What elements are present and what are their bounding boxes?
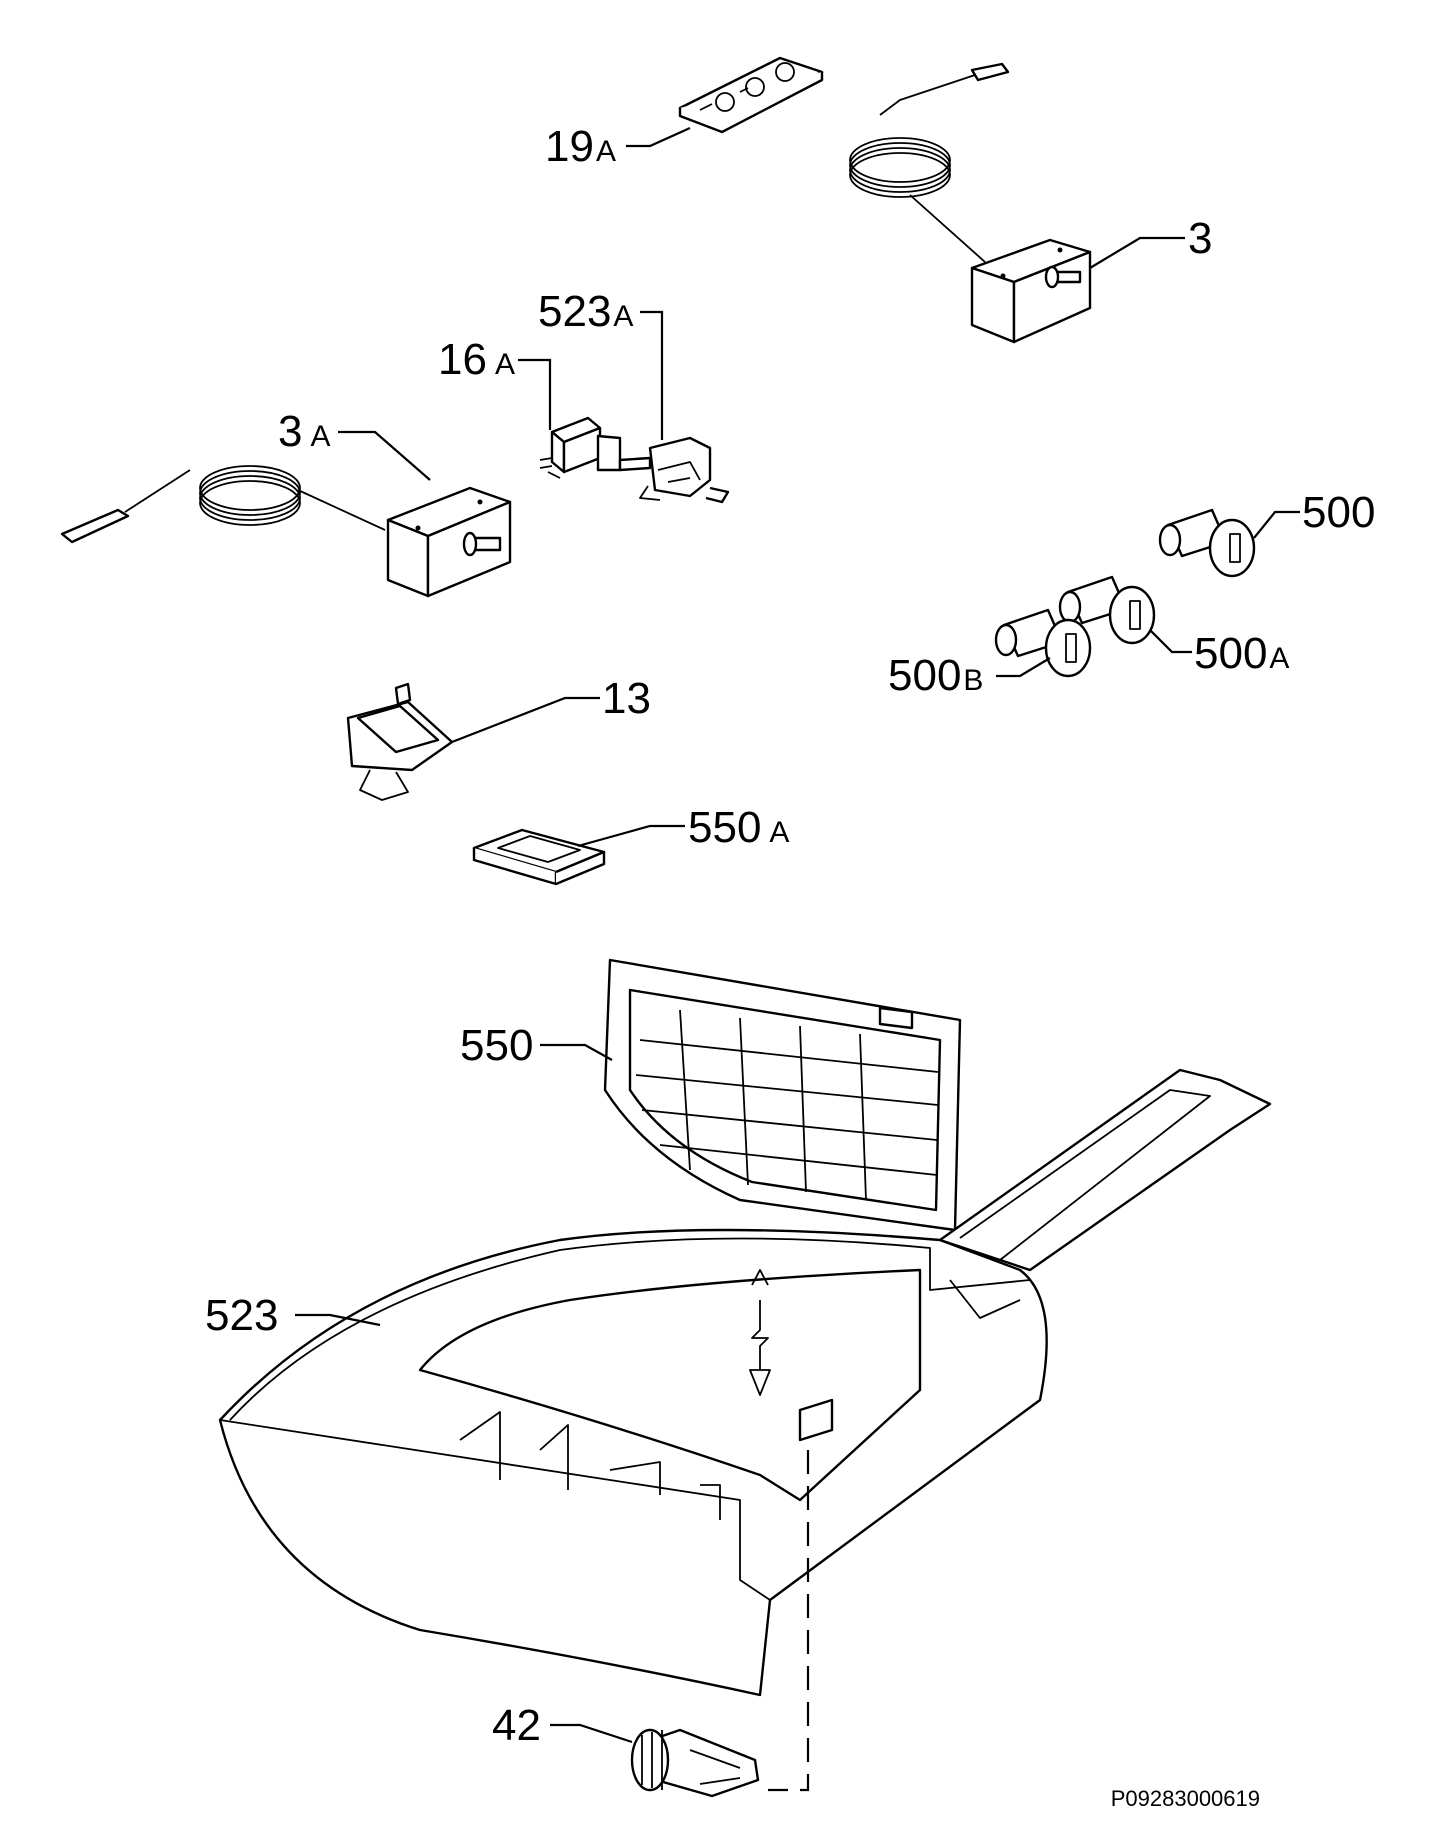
svg-text:523A: 523A <box>538 287 633 336</box>
svg-text:3: 3 <box>1188 214 1212 263</box>
svg-text:16A: 16A <box>438 335 515 384</box>
svg-text:3A: 3A <box>278 407 331 456</box>
label-523: 523 <box>205 1291 381 1340</box>
label-3: 3 <box>1089 214 1212 269</box>
part-500b-knob <box>994 608 1092 678</box>
part-523a-bracket <box>639 436 730 504</box>
svg-text:550: 550 <box>460 1021 533 1070</box>
svg-text:500: 500 <box>1302 488 1375 537</box>
svg-text:523: 523 <box>205 1291 278 1340</box>
label-500a: 500A <box>1149 629 1289 678</box>
svg-text:500A: 500A <box>1194 629 1289 678</box>
svg-text:500B: 500B <box>888 651 983 700</box>
label-550: 550 <box>460 1021 613 1070</box>
part-550a-clip <box>472 828 606 886</box>
label-42: 42 <box>492 1701 633 1750</box>
part-16a-switch <box>539 416 652 479</box>
part-19a-circuit-board <box>678 56 824 134</box>
label-19a: 19A <box>545 122 691 171</box>
label-500: 500 <box>1253 488 1375 539</box>
part-523-housing <box>218 1068 1272 1697</box>
part-500a-knob <box>1058 575 1156 645</box>
part-550-grille-lid <box>603 958 962 1232</box>
label-500b: 500B <box>888 651 1051 700</box>
assembly-dashed-line <box>768 1450 810 1792</box>
label-523a: 523A <box>538 287 664 440</box>
svg-text:19A: 19A <box>545 122 616 171</box>
part-42-lamp-socket <box>630 1728 760 1798</box>
part-523-mounting-clip <box>749 1269 771 1396</box>
part-3-thermostat <box>849 62 1092 344</box>
part-500-knob <box>1158 508 1256 578</box>
part-13-lamp-holder <box>346 682 454 801</box>
label-13: 13 <box>451 674 651 744</box>
svg-text:42: 42 <box>492 1701 541 1750</box>
part-3a-thermostat <box>60 465 512 598</box>
drawing-reference-number: P09283000619 <box>1111 1786 1260 1811</box>
svg-text:13: 13 <box>602 674 651 723</box>
